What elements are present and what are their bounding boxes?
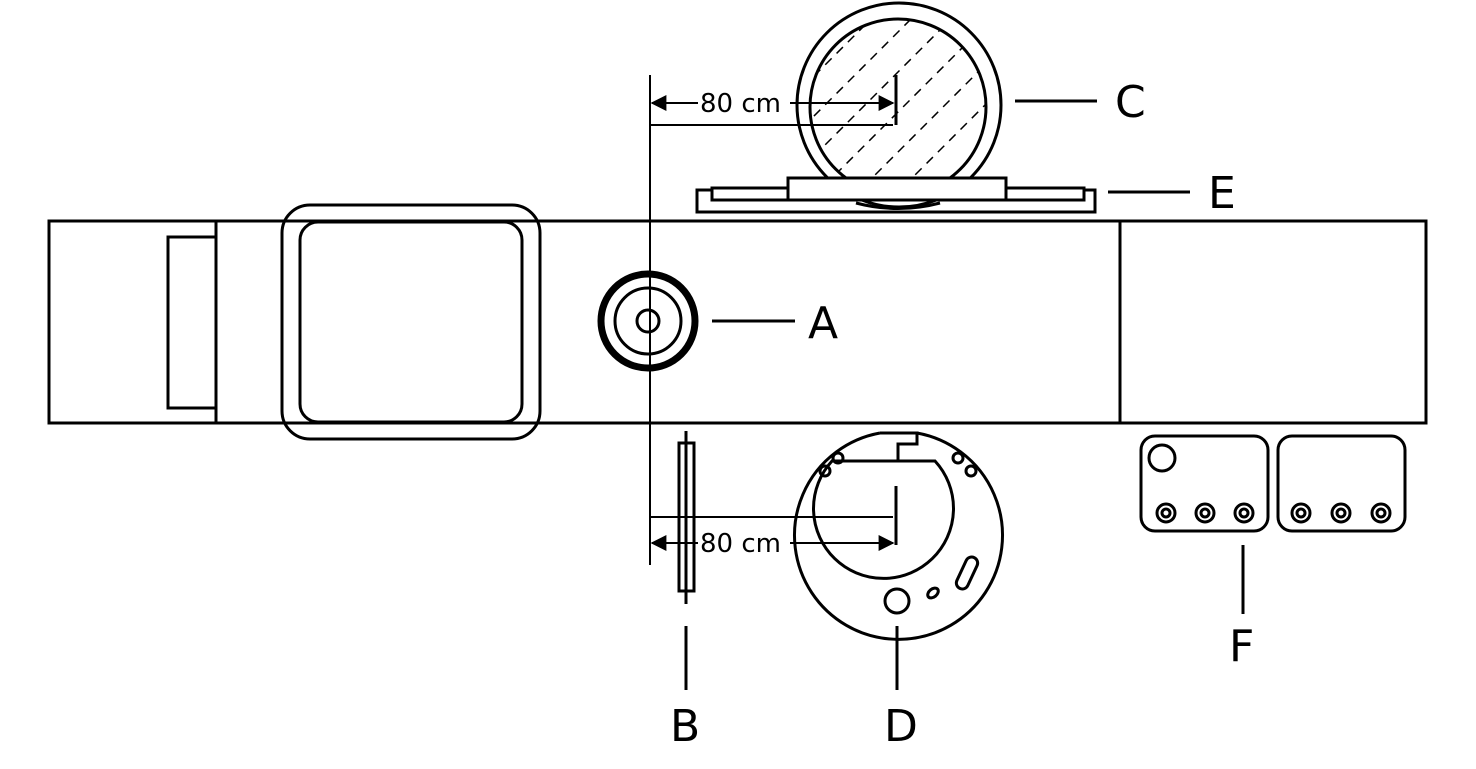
ring-hole-4 [964,464,978,478]
component-d [793,431,1004,690]
panel-right-knobs [1290,502,1392,524]
label-e: E [1208,168,1236,219]
control-panel-left [1139,434,1270,533]
target-center-dot [635,308,661,334]
couch [47,203,1428,441]
display-outer-frame [280,203,542,441]
detector-inner-circle [808,17,988,197]
control-panel-right [1276,434,1407,533]
component-e [695,176,1190,214]
detector-outer-circle [795,1,1003,209]
ring-inner-edge [812,459,955,580]
component-a [597,270,795,372]
ring-hole-3 [951,451,965,465]
ring-outer-edge [793,431,1004,641]
label-d: D [884,701,918,752]
head-support [166,235,218,410]
label-c: C [1115,77,1146,128]
rail-carriage [786,176,1008,202]
component-b [677,431,696,690]
couch-outline [47,219,1428,425]
label-a: A [808,298,838,349]
ring-port [883,587,911,615]
ring-small-slot [926,586,940,600]
ring-slot [954,555,980,591]
ring-notch [880,431,919,461]
dimension-bottom [650,486,898,551]
panel-indicator [1147,443,1177,473]
dimension-top-label: 80 cm [700,89,781,119]
dimension-top [650,75,898,126]
label-b: B [670,701,700,752]
ring-hole-2 [831,451,845,465]
target-middle-ring [613,286,683,356]
target-outer-ring [597,270,699,372]
display-inner-frame [298,220,524,424]
detector-base-arc [855,201,941,210]
ring-hole-1 [818,464,832,478]
dimension-bottom-label: 80 cm [700,529,781,559]
panel-left-knobs [1155,502,1255,524]
label-f: F [1229,621,1254,672]
component-f [1139,434,1407,614]
